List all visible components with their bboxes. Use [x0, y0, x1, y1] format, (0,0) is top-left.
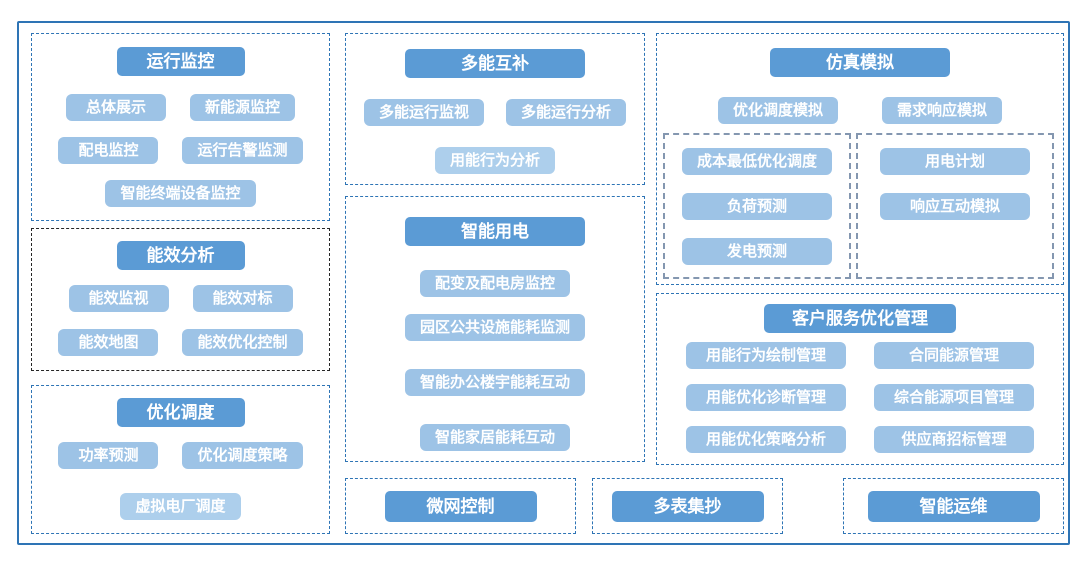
item-response-interaction-simulation: 响应互动模拟 [880, 193, 1030, 220]
item-optimal-dispatch-simulation: 优化调度模拟 [717, 97, 838, 124]
item-supplier-bidding-management: 供应商招标管理 [874, 426, 1034, 453]
item-multi-energy-operation-monitoring: 多能运行监视 [363, 99, 484, 126]
row: 用能行为分析 [434, 147, 555, 174]
row: 功率预测 优化调度策略 [58, 442, 303, 469]
title-operation-monitoring: 运行监控 [116, 47, 245, 76]
panel-microgrid-control: 微网控制 [345, 478, 576, 534]
item-energy-optimization-strategy-analysis: 用能优化策略分析 [686, 426, 846, 453]
row: 虚拟电厂调度 [120, 493, 241, 520]
panel-smart-power-utilization: 智能用电 配变及配电房监控 园区公共设施能耗监测 智能办公楼宇能耗互动 智能家居… [345, 196, 645, 462]
item-multi-energy-operation-analysis: 多能运行分析 [506, 99, 627, 126]
row: 配变及配电房监控 [419, 270, 570, 297]
panel-energy-efficiency-analysis: 能效分析 能效监视 能效对标 能效地图 能效优化控制 [31, 228, 330, 371]
item-smart-office-building-energy-interaction: 智能办公楼宇能耗互动 [404, 369, 585, 396]
title-multi-energy-complementary: 多能互补 [405, 49, 585, 78]
row: 能效监视 能效对标 [68, 285, 293, 312]
panel-operation-monitoring: 运行监控 总体展示 新能源监控 配电监控 运行告警监测 智能终端设备监控 [31, 33, 330, 221]
panel-customer-service-optimization: 客户服务优化管理 用能行为绘制管理 合同能源管理 用能优化诊断管理 综合能源项目… [656, 293, 1064, 465]
title-energy-efficiency-analysis: 能效分析 [116, 241, 245, 270]
title-optimal-dispatch: 优化调度 [116, 398, 245, 427]
item-energy-behavior-mapping-management: 用能行为绘制管理 [686, 342, 846, 369]
item-power-distribution-monitoring: 配电监控 [58, 137, 159, 164]
item-contract-energy-management: 合同能源管理 [874, 342, 1034, 369]
item-overall-display: 总体展示 [65, 94, 166, 121]
panel-smart-operation-maintenance: 智能运维 [843, 478, 1064, 534]
item-new-energy-monitoring: 新能源监控 [189, 94, 295, 121]
subpanel-cost-optimization: 成本最低优化调度 负荷预测 发电预测 [663, 133, 851, 279]
row: 园区公共设施能耗监测 [404, 314, 585, 341]
title-smart-operation-maintenance: 智能运维 [867, 490, 1040, 522]
row: 用能优化诊断管理 综合能源项目管理 [686, 384, 1034, 411]
item-energy-use-behavior-analysis: 用能行为分析 [434, 147, 555, 174]
item-optimal-dispatch-strategy: 优化调度策略 [182, 442, 303, 469]
item-energy-optimization-diagnosis-management: 用能优化诊断管理 [686, 384, 846, 411]
row: 多能运行监视 多能运行分析 [363, 99, 627, 126]
item-demand-response-simulation: 需求响应模拟 [882, 97, 1003, 124]
item-smart-terminal-device-monitoring: 智能终端设备监控 [105, 180, 256, 207]
item-energy-efficiency-optimization-control: 能效优化控制 [182, 329, 303, 356]
item-energy-efficiency-map: 能效地图 [58, 329, 159, 356]
item-lowest-cost-optimal-dispatch: 成本最低优化调度 [682, 148, 832, 175]
row: 总体展示 新能源监控 [65, 94, 295, 121]
item-park-public-facility-energy-monitoring: 园区公共设施能耗监测 [404, 314, 585, 341]
panel-optimal-dispatch: 优化调度 功率预测 优化调度策略 虚拟电厂调度 [31, 385, 330, 534]
outer-frame [17, 21, 1070, 545]
title-smart-power-utilization: 智能用电 [405, 217, 585, 246]
panel-multi-meter-reading: 多表集抄 [592, 478, 783, 534]
title-microgrid-control: 微网控制 [384, 490, 537, 522]
row: 智能办公楼宇能耗互动 [404, 369, 585, 396]
item-energy-efficiency-monitoring: 能效监视 [68, 285, 169, 312]
item-power-use-plan: 用电计划 [880, 148, 1030, 175]
item-load-forecast: 负荷预测 [682, 193, 832, 220]
row: 能效地图 能效优化控制 [58, 329, 303, 356]
row: 优化调度模拟 需求响应模拟 [717, 97, 1003, 124]
panel-simulation: 仿真模拟 优化调度模拟 需求响应模拟 [656, 33, 1064, 285]
item-power-forecast: 功率预测 [58, 442, 159, 469]
item-smart-home-energy-interaction: 智能家居能耗互动 [419, 424, 570, 451]
panel-multi-energy-complementary: 多能互补 多能运行监视 多能运行分析 用能行为分析 [345, 33, 645, 185]
item-virtual-power-plant-dispatch: 虚拟电厂调度 [120, 493, 241, 520]
item-generation-forecast: 发电预测 [682, 238, 832, 265]
item-transformer-distribution-room-monitoring: 配变及配电房监控 [419, 270, 570, 297]
row: 智能家居能耗互动 [419, 424, 570, 451]
row: 用能优化策略分析 供应商招标管理 [686, 426, 1034, 453]
title-customer-service-optimization: 客户服务优化管理 [764, 304, 956, 333]
title-multi-meter-reading: 多表集抄 [611, 490, 764, 522]
item-operation-alarm-monitoring: 运行告警监测 [182, 137, 303, 164]
subpanel-power-use-plan: 用电计划 响应互动模拟 [856, 133, 1054, 279]
item-integrated-energy-project-management: 综合能源项目管理 [874, 384, 1034, 411]
item-energy-efficiency-benchmarking: 能效对标 [192, 285, 293, 312]
row: 用能行为绘制管理 合同能源管理 [686, 342, 1034, 369]
title-simulation: 仿真模拟 [770, 48, 950, 77]
row: 配电监控 运行告警监测 [58, 137, 303, 164]
row: 智能终端设备监控 [105, 180, 256, 207]
